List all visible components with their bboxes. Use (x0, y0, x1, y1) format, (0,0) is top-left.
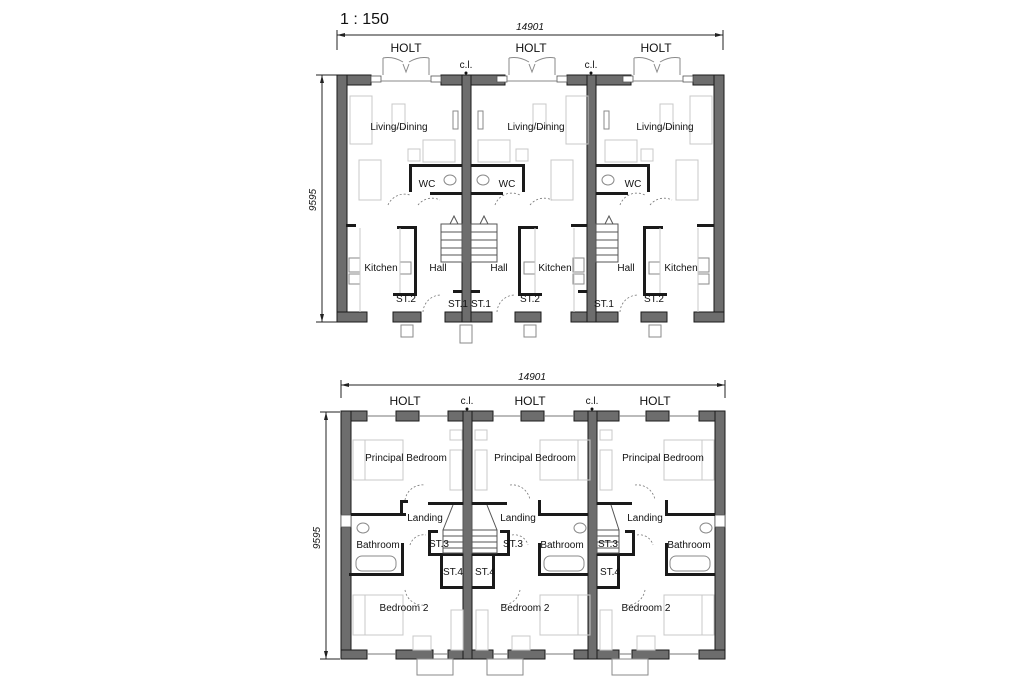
room-label-bathroom: Bathroom (540, 540, 583, 551)
first-width-dimension: 14901 (340, 372, 726, 398)
ground-room-labels: Living/Dining WC Kitchen Hall ST.2 ST.1 … (364, 122, 697, 310)
first-door-swings (404, 484, 656, 606)
house-type-label: HOLT (514, 394, 546, 408)
house-type-label: HOLT (389, 394, 421, 408)
centreline-label: c.l. (461, 396, 474, 407)
room-label-store: ST.2 (644, 294, 664, 305)
room-label-store: ST.1 (594, 299, 614, 310)
room-label-store: ST.4 (600, 567, 620, 578)
room-label-landing: Landing (627, 513, 663, 524)
room-label-store: ST.3 (429, 539, 449, 550)
ground-internal-walls (346, 164, 714, 296)
ground-front-windows (370, 57, 694, 83)
room-label-wc: WC (499, 179, 516, 190)
room-label-bedroom-2: Bedroom 2 (622, 603, 671, 614)
first-stairs (442, 504, 620, 554)
first-furniture (352, 429, 715, 651)
first-depth-value: 9595 (312, 526, 323, 549)
ground-depth-dimension: 9595 (308, 74, 338, 323)
room-label-bathroom: Bathroom (667, 540, 710, 551)
room-label-store: ST.3 (598, 539, 618, 550)
first-party-walls (462, 407, 598, 660)
first-windows (367, 415, 699, 676)
room-label-store: ST.4 (443, 567, 463, 578)
house-type-label: HOLT (640, 41, 672, 55)
room-label-hall: Hall (429, 263, 446, 274)
scale-label: 1 : 150 (340, 11, 389, 28)
room-label-landing: Landing (500, 513, 536, 524)
centreline-label: c.l. (585, 60, 598, 71)
room-label-kitchen: Kitchen (538, 263, 571, 274)
room-label-store: ST.1 (471, 299, 491, 310)
ground-door-swings (387, 192, 673, 313)
ground-furniture (348, 95, 713, 344)
room-label-wc: WC (419, 179, 436, 190)
room-label-store: ST.3 (503, 539, 523, 550)
ground-party-walls (461, 71, 597, 323)
room-label-store: ST.1 (448, 299, 468, 310)
room-label-principal-bedroom: Principal Bedroom (365, 453, 447, 464)
room-label-landing: Landing (407, 513, 443, 524)
first-width-value: 14901 (518, 372, 546, 383)
room-label-living: Living/Dining (636, 122, 693, 133)
first-depth-dimension: 9595 (312, 411, 340, 660)
first-internal-walls (349, 500, 715, 589)
ground-width-dimension: 14901 (336, 22, 724, 50)
house-type-label: HOLT (390, 41, 422, 55)
room-label-principal-bedroom: Principal Bedroom (494, 453, 576, 464)
room-label-store: ST.2 (520, 294, 540, 305)
ground-stairs (440, 214, 619, 263)
first-floor-plan: 14901 9595 HOLT HOLT HOLT c.l. c.l. (312, 372, 726, 676)
room-label-bedroom-2: Bedroom 2 (380, 603, 429, 614)
room-label-principal-bedroom: Principal Bedroom (622, 453, 704, 464)
first-external-walls (340, 410, 726, 660)
room-label-living: Living/Dining (507, 122, 564, 133)
ground-width-value: 14901 (516, 22, 544, 33)
house-type-label: HOLT (515, 41, 547, 55)
centreline-label: c.l. (586, 396, 599, 407)
room-label-hall: Hall (490, 263, 507, 274)
centreline-label: c.l. (460, 60, 473, 71)
room-label-kitchen: Kitchen (364, 263, 397, 274)
room-label-living: Living/Dining (370, 122, 427, 133)
ground-floor-plan: 14901 9595 HOLT HOLT HOLT c.l. c.l. (308, 22, 725, 344)
room-label-bedroom-2: Bedroom 2 (501, 603, 550, 614)
room-label-bathroom: Bathroom (356, 540, 399, 551)
room-label-store: ST.4 (475, 567, 495, 578)
ground-depth-value: 9595 (308, 188, 319, 211)
room-label-hall: Hall (617, 263, 634, 274)
room-label-store: ST.2 (396, 294, 416, 305)
room-label-kitchen: Kitchen (664, 263, 697, 274)
first-room-labels: Principal Bedroom Landing Bathroom ST.3 … (356, 453, 710, 614)
house-type-label: HOLT (639, 394, 671, 408)
room-label-wc: WC (625, 179, 642, 190)
